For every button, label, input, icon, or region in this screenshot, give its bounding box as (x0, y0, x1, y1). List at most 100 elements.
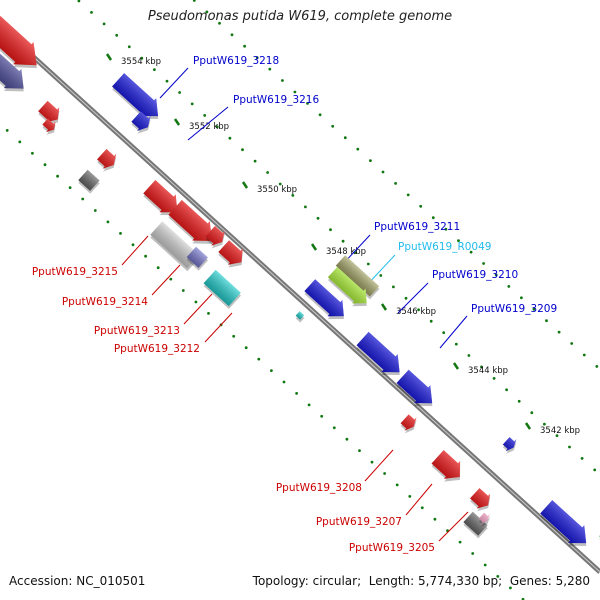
ruler-dot (270, 369, 273, 372)
ruler-dot (557, 330, 561, 334)
ruler-dot (102, 22, 106, 26)
ruler-dot (454, 342, 458, 346)
gene-label: PputW619_3214 (62, 296, 148, 308)
ruler-dot (306, 102, 309, 105)
ruler-dot (127, 45, 131, 49)
ruler-dot (144, 254, 148, 258)
scale-tick-mark (380, 303, 388, 311)
ruler-dot (282, 380, 286, 384)
scale-tick-mark (105, 53, 113, 61)
label-leader-line (183, 293, 213, 325)
label-leader-line (439, 315, 468, 349)
gene-label: PputW619_3218 (193, 55, 279, 67)
ruler-dot (281, 79, 284, 82)
ruler-dot (354, 251, 358, 255)
ruler-tracks (5, 0, 599, 600)
ruler-dot (207, 312, 210, 315)
ruler-dot (507, 285, 511, 288)
ruler-dot (383, 472, 386, 475)
ruler-dot (194, 300, 198, 304)
ruler-dot (307, 403, 311, 407)
ruler-dot (255, 56, 259, 60)
gene-feature (112, 73, 159, 119)
gene-label: PputW619_3212 (114, 343, 200, 355)
ruler-dot (532, 307, 536, 311)
gene-feature (295, 311, 305, 323)
gene-feature (150, 221, 200, 272)
ruler-dot (379, 274, 383, 277)
ruler-dot (320, 414, 324, 418)
ruler-dot (205, 10, 209, 14)
gene-feature (540, 500, 587, 546)
ruler-dot (345, 437, 349, 441)
ruler-dot (241, 148, 244, 152)
ruler-dot (244, 346, 248, 350)
label-leader-line (151, 264, 181, 296)
gene-feature (463, 511, 488, 539)
length-value: 5,774,330 bp (418, 574, 499, 588)
ruler-dot (43, 163, 47, 167)
gene-labels: PputW619_3218PputW619_3216PputW619_3211P… (32, 55, 557, 554)
label-leader-line (364, 449, 394, 482)
ruler-dot (268, 67, 272, 71)
ruler-dot (366, 262, 370, 266)
gene-feature (38, 100, 60, 126)
ruler-dot (444, 227, 448, 231)
ruler-dot (517, 399, 521, 403)
ruler-dot (215, 125, 219, 129)
ruler-dot (568, 445, 571, 449)
ruler-dot (131, 243, 135, 247)
ruler-dot (494, 273, 498, 277)
label-leader-line (405, 483, 433, 516)
ruler-dot (140, 56, 144, 60)
ruler-dot (505, 388, 508, 392)
gene-feature (335, 255, 380, 300)
ruler-dot (18, 140, 22, 144)
ruler-dot (543, 422, 546, 426)
scale-tick-label: 3554 kbp (121, 57, 161, 67)
gene-label: PputW619_3216 (233, 94, 319, 106)
ruler-dot (370, 460, 374, 464)
ruler-dot (509, 586, 512, 590)
ruler-dot (31, 151, 34, 155)
ruler-dot (81, 197, 85, 201)
ruler-dot (153, 68, 156, 71)
ruler-dot (582, 353, 586, 357)
ruler-dot (318, 113, 322, 117)
ruler-dot (469, 250, 473, 254)
ruler-dot (395, 483, 399, 487)
ruler-dot (178, 91, 182, 94)
gene-feature (42, 118, 56, 135)
ruler-dot (392, 285, 395, 289)
ruler-dot (521, 597, 525, 600)
genes-value: 5,280 (555, 574, 590, 588)
ruler-dot (203, 114, 207, 117)
ruler-dot (77, 0, 81, 3)
ruler-dot (278, 182, 282, 186)
ruler-dot (228, 136, 232, 140)
topology-value: circular (312, 574, 358, 588)
scale-tick-mark (173, 118, 181, 126)
ruler-dot (218, 21, 221, 25)
gene-label: PputW619_3208 (276, 482, 362, 494)
ruler-dot (119, 232, 122, 235)
gene-feature (97, 149, 117, 172)
gene-feature (131, 111, 151, 134)
gene-features (0, 16, 600, 553)
gene-feature (205, 226, 225, 249)
label-leader-line (121, 235, 149, 266)
ruler-dot (458, 540, 462, 544)
ruler-dot (482, 262, 485, 265)
gene-feature (143, 180, 178, 216)
ruler-dot (343, 136, 347, 140)
ruler-dot (492, 377, 496, 380)
ruler-dot (190, 102, 194, 106)
ruler-dot (545, 319, 548, 323)
length-label: Length: (368, 574, 415, 588)
gene-label: PputW619_3215 (32, 266, 118, 278)
ruler-dot (530, 411, 534, 415)
label-leader-line (438, 511, 469, 542)
ruler-dot (394, 182, 397, 185)
